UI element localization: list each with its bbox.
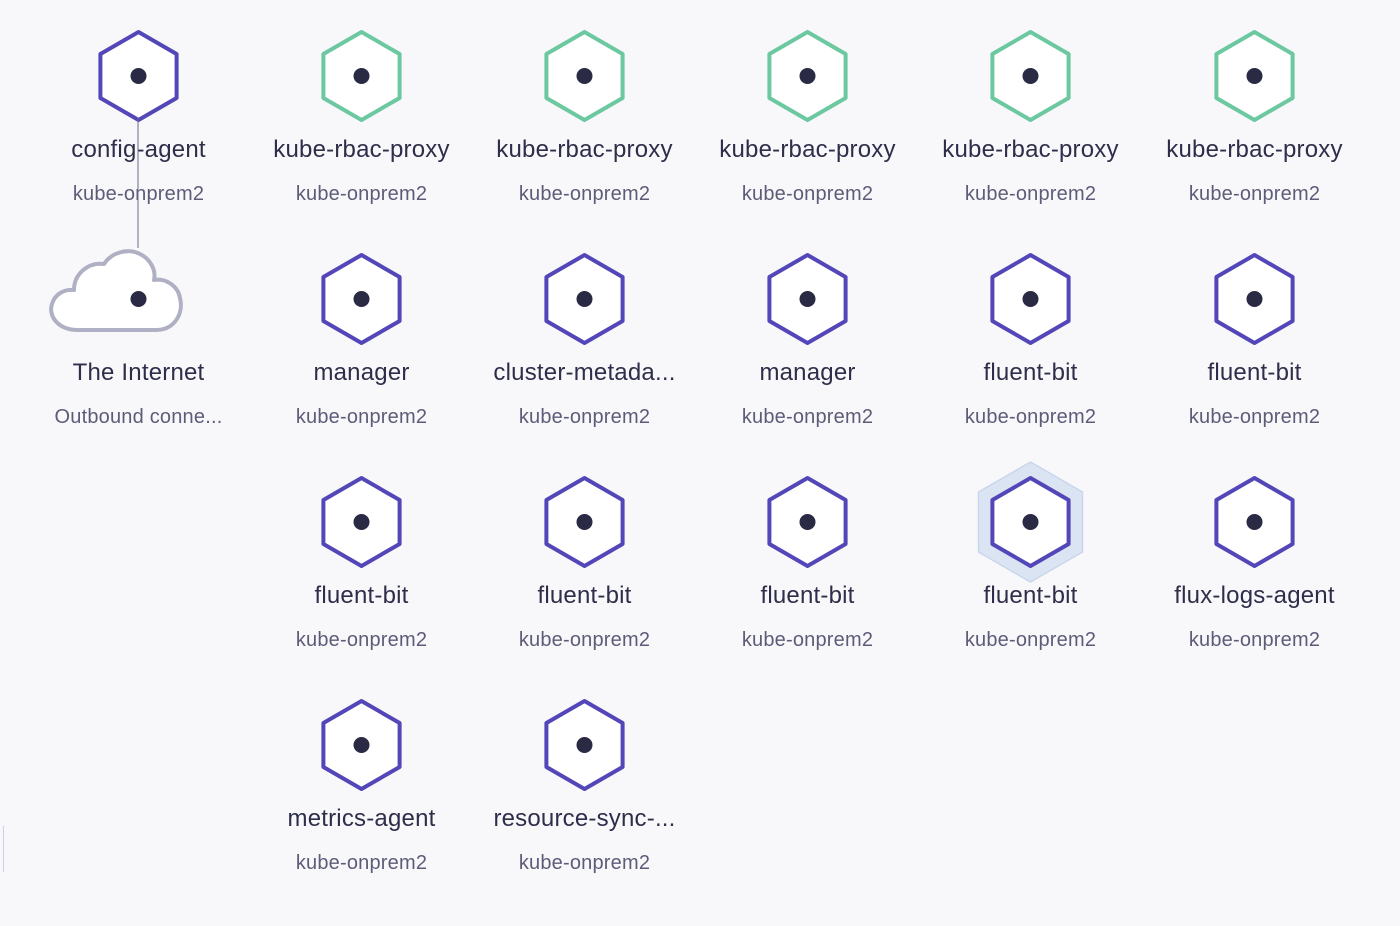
pod-node[interactable]: manager kube-onprem2	[696, 223, 919, 446]
status-dot	[1246, 291, 1263, 307]
node-name: config-agent	[71, 136, 206, 163]
node-namespace: kube-onprem2	[295, 183, 428, 205]
status-dot	[1246, 514, 1263, 530]
node-namespace: kube-onprem2	[518, 852, 651, 874]
node-name: resource-sync-...	[493, 805, 676, 832]
status-dot	[1022, 514, 1039, 530]
hexagon-icon	[321, 253, 402, 345]
node-namespace: kube-onprem2	[295, 852, 428, 874]
pod-node[interactable]: fluent-bit kube-onprem2	[1143, 223, 1366, 446]
status-dot	[1022, 68, 1039, 84]
hexagon-icon	[321, 30, 402, 122]
status-dot	[353, 737, 370, 753]
pod-node[interactable]: resource-sync-... kube-onprem2	[473, 669, 696, 892]
pod-node[interactable]: metrics-agent kube-onprem2	[250, 669, 473, 892]
status-dot	[799, 291, 816, 307]
node-name: cluster-metada...	[493, 359, 676, 386]
status-dot	[130, 68, 147, 84]
node-namespace: kube-onprem2	[741, 183, 874, 205]
node-namespace: kube-onprem2	[1188, 406, 1321, 428]
status-dot	[799, 68, 816, 84]
pod-node[interactable]: flux-logs-agent kube-onprem2	[1143, 446, 1366, 669]
hexagon-icon	[544, 30, 625, 122]
hexagon-icon	[767, 253, 848, 345]
node-name: kube-rbac-proxy	[942, 136, 1119, 163]
pod-node[interactable]: manager kube-onprem2	[250, 223, 473, 446]
node-name: kube-rbac-proxy	[496, 136, 673, 163]
pod-node[interactable]: config-agent kube-onprem2	[27, 0, 250, 223]
hexagon-icon	[544, 253, 625, 345]
hexagon-icon	[98, 30, 179, 122]
node-namespace: kube-onprem2	[1188, 183, 1321, 205]
hexagon-icon	[544, 699, 625, 791]
node-namespace: kube-onprem2	[964, 183, 1097, 205]
status-dot	[576, 291, 593, 307]
status-dot	[799, 514, 816, 530]
hexagon-icon	[1214, 30, 1295, 122]
pod-node[interactable]: kube-rbac-proxy kube-onprem2	[919, 0, 1142, 223]
scroll-handle[interactable]	[0, 826, 4, 872]
node-name: manager	[313, 359, 410, 386]
node-name: manager	[759, 359, 856, 386]
cloud-icon	[49, 249, 183, 332]
pod-node[interactable]: fluent-bit kube-onprem2	[473, 446, 696, 669]
pod-node[interactable]: kube-rbac-proxy kube-onprem2	[473, 0, 696, 223]
pod-node[interactable]: fluent-bit kube-onprem2	[919, 446, 1142, 669]
status-dot	[576, 737, 593, 753]
node-name: fluent-bit	[760, 582, 855, 609]
status-dot	[576, 514, 593, 530]
node-namespace: kube-onprem2	[518, 629, 651, 651]
node-name: kube-rbac-proxy	[1166, 136, 1343, 163]
pod-node[interactable]: kube-rbac-proxy kube-onprem2	[696, 0, 919, 223]
status-dot	[130, 291, 147, 307]
node-namespace: Outbound conne...	[54, 406, 223, 428]
hexagon-icon	[990, 30, 1071, 122]
node-name: kube-rbac-proxy	[273, 136, 450, 163]
node-namespace: kube-onprem2	[964, 629, 1097, 651]
hexagon-icon	[1214, 253, 1295, 345]
node-namespace: kube-onprem2	[295, 629, 428, 651]
hexagon-icon	[977, 461, 1084, 583]
status-dot	[353, 68, 370, 84]
node-namespace: kube-onprem2	[295, 406, 428, 428]
status-dot	[353, 514, 370, 530]
hexagon-icon	[321, 699, 402, 791]
hexagon-icon	[1214, 476, 1295, 568]
status-dot	[353, 291, 370, 307]
node-namespace: kube-onprem2	[964, 406, 1097, 428]
node-name: flux-logs-agent	[1174, 582, 1335, 609]
node-name: fluent-bit	[983, 359, 1078, 386]
pod-node[interactable]: cluster-metada... kube-onprem2	[473, 223, 696, 446]
status-dot	[1246, 68, 1263, 84]
node-namespace: kube-onprem2	[741, 629, 874, 651]
hexagon-icon	[544, 476, 625, 568]
node-namespace: kube-onprem2	[72, 183, 205, 205]
node-namespace: kube-onprem2	[1188, 629, 1321, 651]
pod-node[interactable]: fluent-bit kube-onprem2	[250, 446, 473, 669]
status-dot	[576, 68, 593, 84]
node-name: metrics-agent	[287, 805, 436, 832]
pod-node[interactable]: fluent-bit kube-onprem2	[696, 446, 919, 669]
pod-node[interactable]: kube-rbac-proxy kube-onprem2	[1143, 0, 1366, 223]
hexagon-icon	[321, 476, 402, 568]
pod-node[interactable]: kube-rbac-proxy kube-onprem2	[250, 0, 473, 223]
node-namespace: kube-onprem2	[518, 183, 651, 205]
hexagon-icon	[767, 476, 848, 568]
node-name: kube-rbac-proxy	[719, 136, 896, 163]
node-name: fluent-bit	[537, 582, 632, 609]
hexagon-icon	[767, 30, 848, 122]
node-namespace: kube-onprem2	[741, 406, 874, 428]
node-name: fluent-bit	[1207, 359, 1302, 386]
pod-node[interactable]: fluent-bit kube-onprem2	[919, 223, 1142, 446]
node-name: The Internet	[72, 359, 205, 386]
node-name: fluent-bit	[983, 582, 1078, 609]
hexagon-icon	[990, 253, 1071, 345]
node-name: fluent-bit	[314, 582, 409, 609]
status-dot	[1022, 291, 1039, 307]
node-namespace: kube-onprem2	[518, 406, 651, 428]
